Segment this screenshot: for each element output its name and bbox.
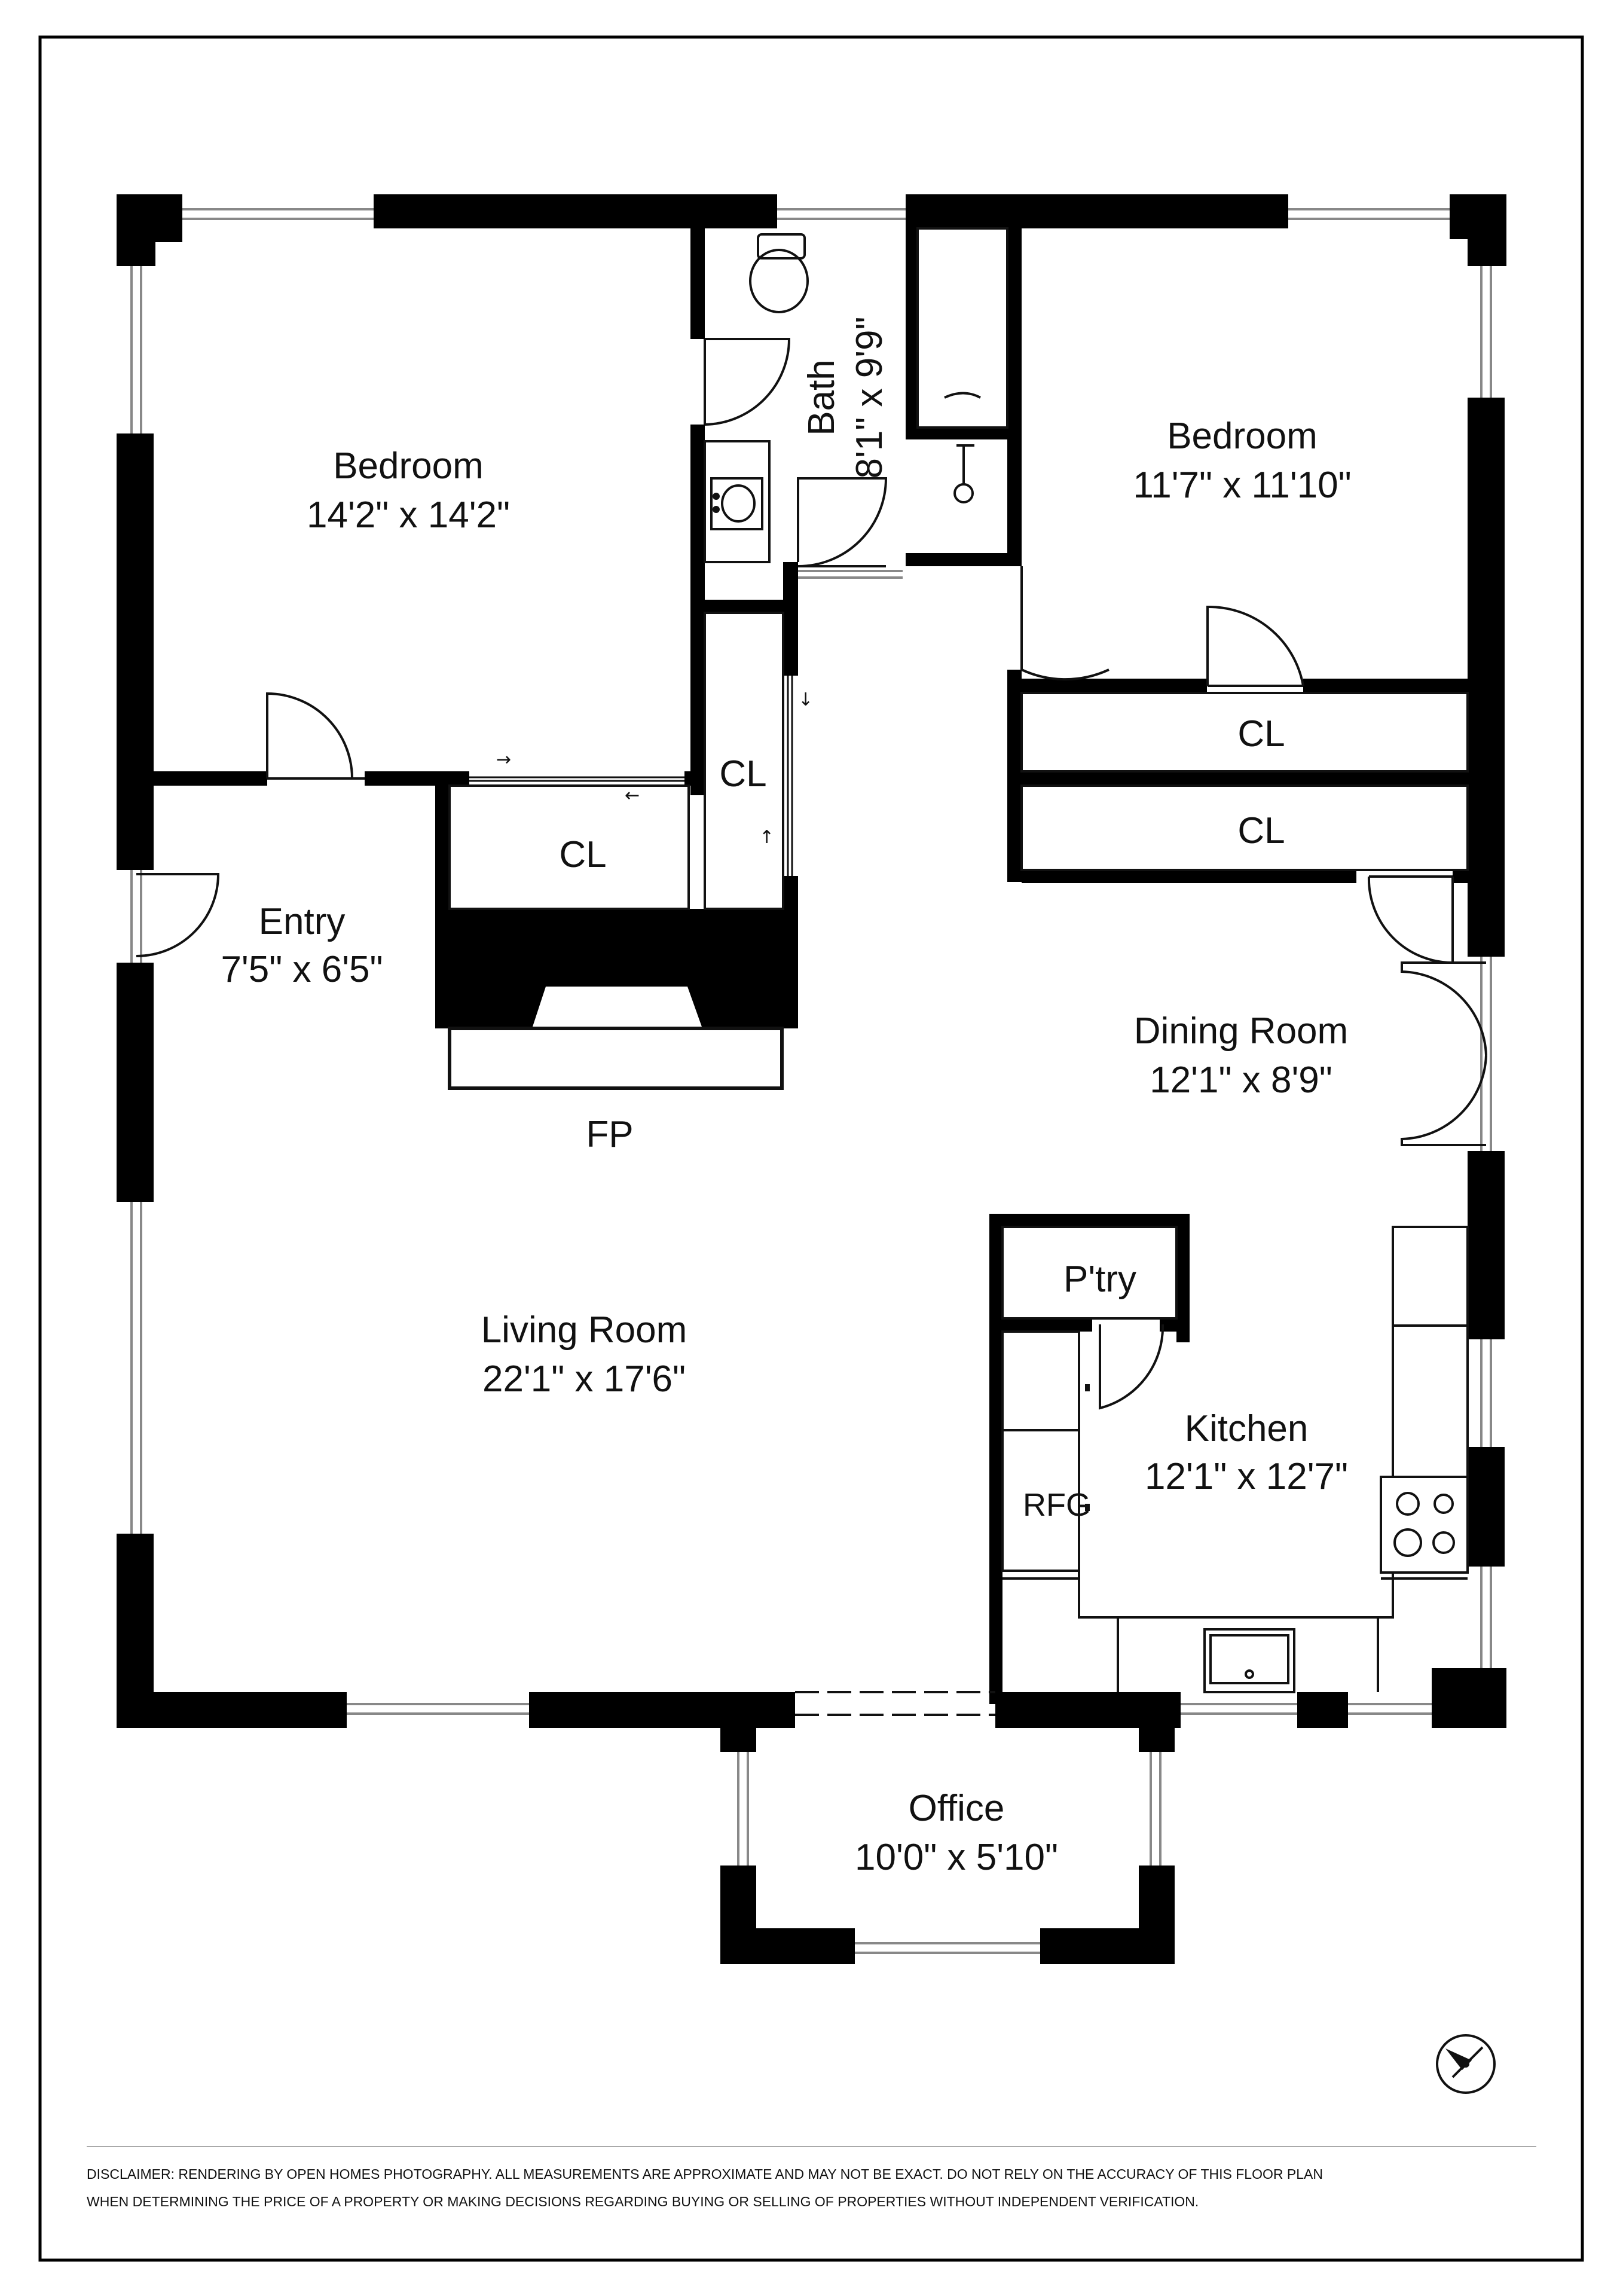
room-dims-kitchen: 12'1" x 12'7" <box>1145 1456 1348 1497</box>
room-name-kitchen: Kitchen <box>1185 1408 1309 1449</box>
room-name-living-room: Living Room <box>481 1309 687 1351</box>
closet-label: CL <box>1237 713 1285 755</box>
svg-text:↓: ↓ <box>798 689 813 710</box>
refrigerator-label: RFG <box>1023 1487 1091 1523</box>
room-dims-office: 10'0" x 5'10" <box>855 1837 1058 1878</box>
room-dims-bedroom-1: 14'2" x 14'2" <box>307 494 510 536</box>
kitchen-sink-icon <box>1203 1628 1295 1693</box>
disclaimer-line-1: DISCLAIMER: RENDERING BY OPEN HOMES PHOT… <box>87 2166 1323 2182</box>
svg-text:→: → <box>496 749 511 770</box>
svg-text:↑: ↑ <box>759 827 774 848</box>
room-name-office: Office <box>909 1788 1005 1829</box>
sink-icon <box>710 477 763 530</box>
windows <box>130 208 1492 1954</box>
door-swings <box>136 338 1487 1410</box>
room-dims-entry: 7'5" x 6'5" <box>221 949 383 990</box>
compass-icon <box>1436 2034 1496 2094</box>
closet-label: CL <box>559 834 606 875</box>
room-labels: Bedroom 14'2" x 14'2" Bath 8'1" x 9'9" B… <box>221 316 1351 1878</box>
room-name-bedroom-1: Bedroom <box>333 445 484 487</box>
sliding-door-arrows: → ← ↓ ↑ <box>496 689 813 848</box>
room-name-dining-room: Dining Room <box>1134 1010 1348 1052</box>
closet-label: CL <box>719 753 766 795</box>
fireplace-label: FP <box>586 1114 633 1155</box>
room-name-bath: Bath <box>801 359 842 436</box>
refrigerator-handle <box>1085 1384 1090 1511</box>
stove-icon <box>1393 1492 1455 1557</box>
pantry-label: P'try <box>1063 1259 1136 1300</box>
room-name-bedroom-2: Bedroom <box>1167 416 1318 457</box>
room-dims-dining-room: 12'1" x 8'9" <box>1150 1060 1332 1101</box>
room-dims-bath: 8'1" x 9'9" <box>849 316 890 478</box>
page-border <box>38 35 1584 2262</box>
interior-walls <box>154 228 1468 1704</box>
disclaimer-line-2: WHEN DETERMINING THE PRICE OF A PROPERTY… <box>87 2194 1199 2209</box>
closet-label: CL <box>1237 810 1285 851</box>
room-dims-bedroom-2: 11'7" x 11'10" <box>1133 465 1351 506</box>
exterior-walls <box>117 194 1506 1964</box>
svg-text:←: ← <box>625 785 640 806</box>
shower-icon <box>944 392 981 503</box>
linework <box>448 227 1469 1716</box>
toilet-icon <box>749 233 809 313</box>
room-dims-living-room: 22'1" x 17'6" <box>482 1358 686 1400</box>
room-name-entry: Entry <box>259 901 346 942</box>
